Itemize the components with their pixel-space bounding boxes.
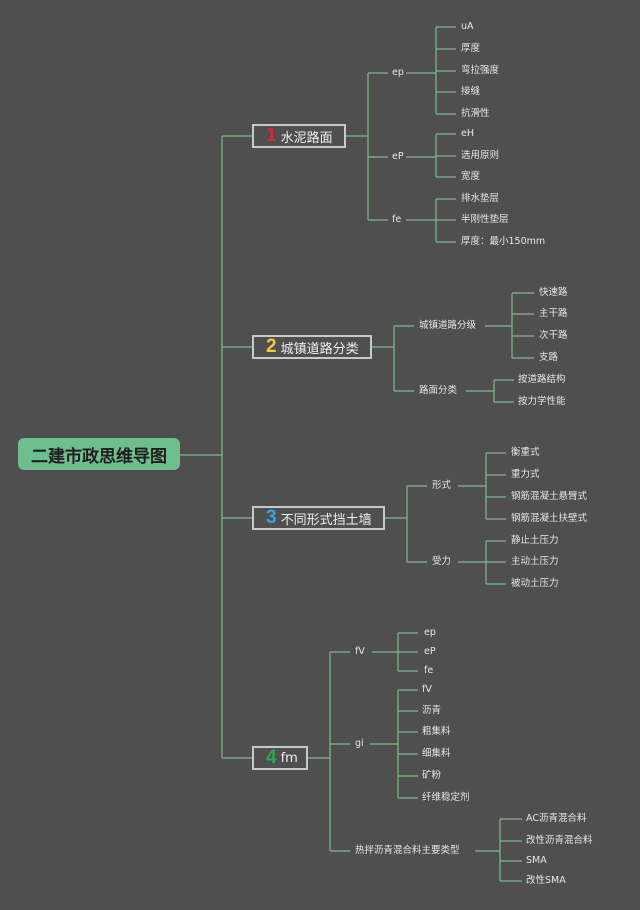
leaf-item[interactable]: 纤维稳定剂 <box>422 792 470 803</box>
leaf-item[interactable]: 钢筋混凝土悬臂式 <box>511 491 588 502</box>
subtopic-label[interactable]: 城镇道路分级 <box>419 320 477 331</box>
subtopic-label[interactable]: fV <box>355 646 365 657</box>
leaf-item[interactable]: 按力学性能 <box>518 396 566 407</box>
leaf-item[interactable]: 钢筋混凝土扶壁式 <box>511 513 588 524</box>
leaf-item[interactable]: 支路 <box>539 352 559 363</box>
leaf-item[interactable]: 按道路结构 <box>518 374 566 385</box>
leaf-item[interactable]: AC沥青混合料 <box>526 813 587 824</box>
leaf-item[interactable]: 改性SMA <box>526 875 566 886</box>
leaf-item[interactable]: 快速路 <box>539 287 568 298</box>
branch-title-1: 水泥路面 <box>280 130 333 146</box>
leaf-item[interactable]: 衡重式 <box>511 447 540 458</box>
leaf-item[interactable]: 半刚性垫层 <box>461 214 509 225</box>
branch-title-2: 城镇道路分类 <box>280 341 359 357</box>
leaf-item[interactable]: fe <box>424 665 434 676</box>
branch-node-1[interactable]: 1 水泥路面 <box>252 124 346 148</box>
leaf-item[interactable]: 主干路 <box>539 308 568 319</box>
leaf-item[interactable]: 弯拉强度 <box>461 65 500 76</box>
leaf-item[interactable]: ep <box>424 627 436 638</box>
leaf-item[interactable]: 主动土压力 <box>511 556 559 567</box>
branch-title-4: fm <box>280 750 298 766</box>
leaf-item[interactable]: 抗滑性 <box>461 108 490 119</box>
branch-node-3[interactable]: 3 不同形式挡土墙 <box>252 506 385 530</box>
leaf-item[interactable]: uA <box>461 21 474 32</box>
leaf-item[interactable]: 粗集料 <box>422 726 451 737</box>
subtopic-label[interactable]: ep <box>392 67 404 78</box>
branch-node-4[interactable]: 4 fm <box>252 746 308 770</box>
subtopic-label[interactable]: 热拌沥青混合料主要类型 <box>355 845 460 856</box>
leaf-item[interactable]: 改性沥青混合料 <box>526 835 593 846</box>
leaf-item[interactable]: 细集料 <box>422 748 451 759</box>
leaf-item[interactable]: 静止土压力 <box>511 535 559 546</box>
leaf-item[interactable]: 厚度 <box>461 43 481 54</box>
branch-number-1: 1 <box>266 125 277 146</box>
leaf-item[interactable]: 接缝 <box>461 86 481 97</box>
leaf-item[interactable]: 排水垫层 <box>461 193 500 204</box>
leaf-item[interactable]: eH <box>461 128 474 139</box>
leaf-item[interactable]: 沥青 <box>422 705 442 716</box>
leaf-item[interactable]: 被动土压力 <box>511 578 559 589</box>
branch-node-2[interactable]: 2 城镇道路分类 <box>252 335 372 359</box>
branch-title-3: 不同形式挡土墙 <box>280 512 372 528</box>
subtopic-label[interactable]: fe <box>392 214 402 225</box>
subtopic-label[interactable]: 形式 <box>432 480 452 491</box>
branch-number-4: 4 <box>266 747 277 768</box>
leaf-item[interactable]: 宽度 <box>461 171 481 182</box>
leaf-item[interactable]: fV <box>422 684 432 695</box>
branch-number-3: 3 <box>266 507 277 528</box>
leaf-item[interactable]: 重力式 <box>511 469 540 480</box>
subtopic-label[interactable]: 路面分类 <box>419 385 458 396</box>
leaf-item[interactable]: eP <box>424 646 436 657</box>
leaf-item[interactable]: 矿粉 <box>422 770 442 781</box>
branch-number-2: 2 <box>266 336 277 357</box>
leaf-item[interactable]: 厚度：最小150mm <box>461 236 546 247</box>
subtopic-label[interactable]: gi <box>355 738 364 749</box>
leaf-item[interactable]: 次干路 <box>539 330 568 341</box>
root-node[interactable]: 二建市政思维导图 <box>18 438 180 470</box>
leaf-item[interactable]: SMA <box>526 855 547 866</box>
subtopic-label[interactable]: 受力 <box>432 556 452 567</box>
leaf-item[interactable]: 选用原则 <box>461 150 500 161</box>
subtopic-label[interactable]: eP <box>392 151 404 162</box>
